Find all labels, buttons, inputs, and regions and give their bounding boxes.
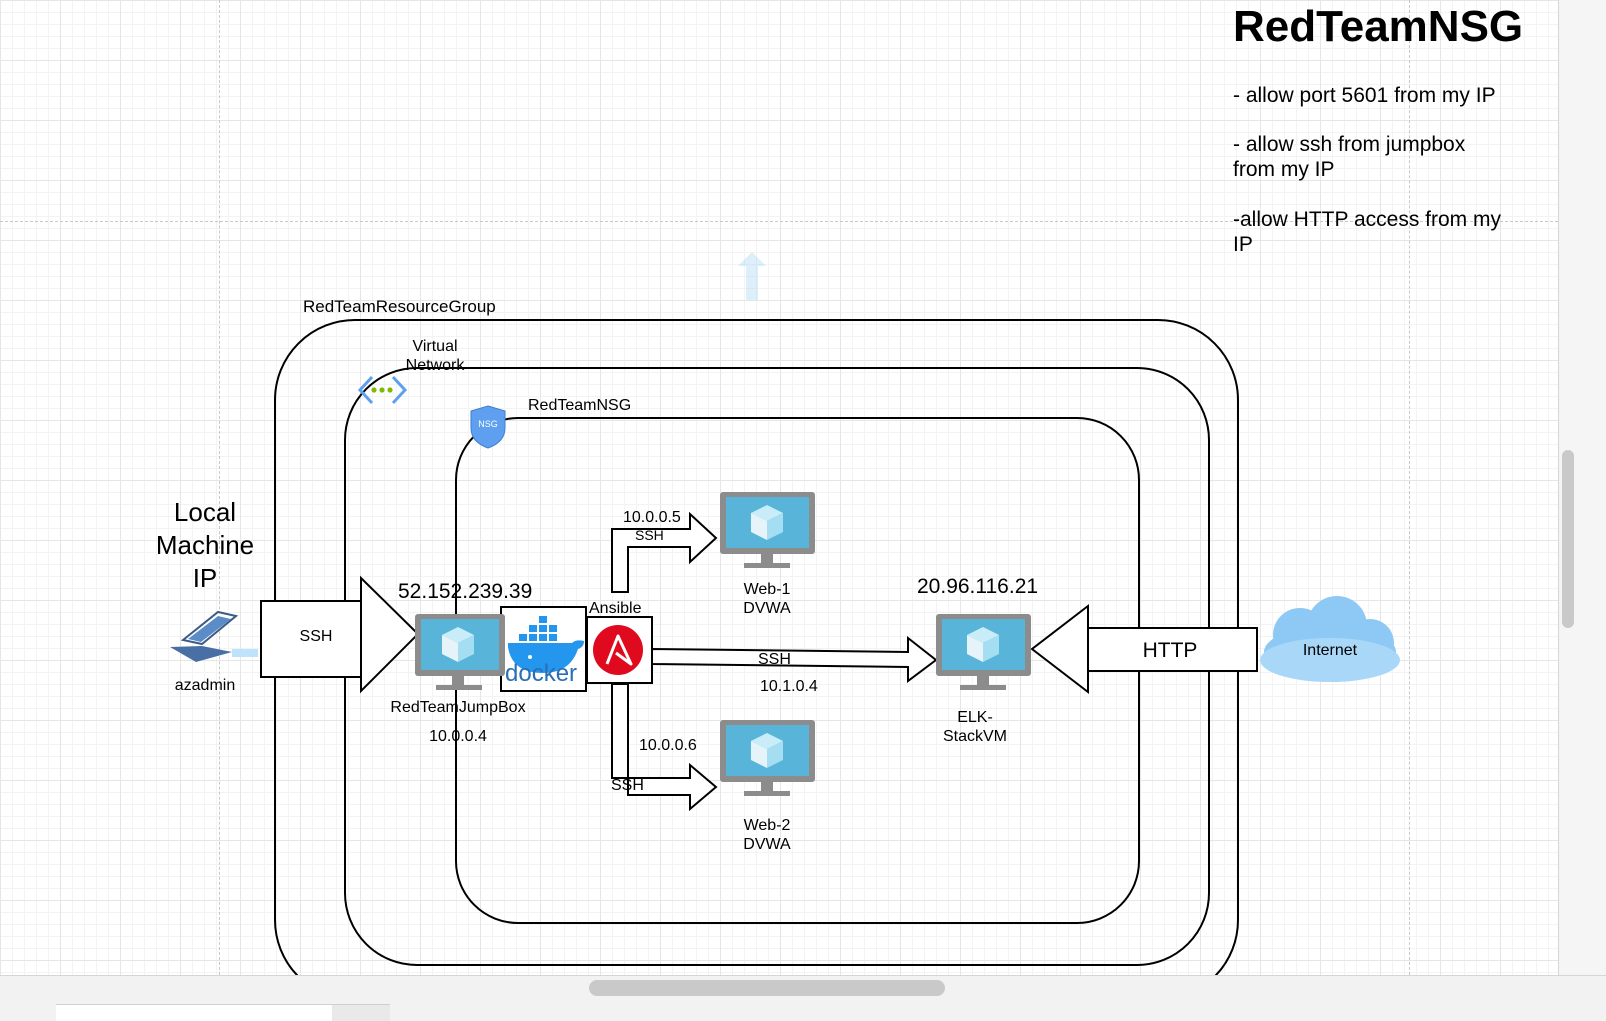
nsg-shield-icon bbox=[470, 405, 506, 449]
jumpbox-public-ip: 52.152.239.39 bbox=[398, 580, 533, 603]
laptop-icon bbox=[170, 610, 258, 662]
ssh-elk-label: SSH bbox=[758, 651, 791, 668]
internet-cloud-icon bbox=[1260, 596, 1400, 682]
vertical-scroll-thumb[interactable] bbox=[1562, 450, 1574, 628]
diagram-canvas[interactable]: RedTeamNSG - allow port 5601 from my IP … bbox=[0, 0, 1558, 975]
elk-public-ip: 20.96.116.21 bbox=[917, 575, 1039, 598]
up-arrow-icon bbox=[738, 252, 766, 300]
nsg-label: RedTeamNSG bbox=[528, 397, 632, 414]
docker-logo-icon bbox=[500, 606, 587, 692]
jumpbox-name: RedTeamJumpBox bbox=[390, 699, 526, 716]
elk-vm-icon bbox=[936, 614, 1031, 690]
web1-name: Web-1 DVWA bbox=[743, 581, 791, 617]
ssh-web2-arrow bbox=[611, 683, 718, 812]
elk-name: ELK- StackVM bbox=[942, 709, 1007, 745]
notes-title: RedTeamNSG bbox=[1233, 2, 1524, 51]
web1-ip: 10.0.0.5 bbox=[623, 509, 681, 526]
web2-name: Web-2 DVWA bbox=[743, 817, 791, 853]
ssh-web2-label: SSH bbox=[611, 777, 644, 794]
elk-private-ip: 10.1.0.4 bbox=[760, 678, 818, 695]
nsg-rule-http: -allow HTTP access from my IP bbox=[1233, 208, 1501, 256]
internet-label: Internet bbox=[1302, 642, 1358, 659]
virtual-network-icon bbox=[357, 375, 408, 405]
local-machine-title: Local Machine IP bbox=[155, 497, 255, 593]
resource-group-label: RedTeamResourceGroup bbox=[303, 297, 496, 316]
ansible-label: Ansible bbox=[589, 600, 642, 617]
web2-ip: 10.0.0.6 bbox=[639, 737, 697, 754]
web1-vm-icon bbox=[720, 492, 815, 568]
nsg-rule-ssh: - allow ssh from jumpbox from my IP bbox=[1233, 133, 1466, 181]
ssh-web1-arrow bbox=[611, 511, 718, 593]
local-user-label: azadmin bbox=[174, 677, 236, 694]
page-break-line bbox=[219, 0, 220, 975]
jumpbox-private-ip: 10.0.0.4 bbox=[429, 728, 487, 745]
diagram-shapes bbox=[170, 252, 1400, 975]
ansible-logo-icon bbox=[586, 616, 653, 684]
ssh-in-label: SSH bbox=[299, 628, 333, 645]
page-break-line bbox=[0, 221, 1558, 222]
page-tab[interactable] bbox=[56, 1004, 332, 1021]
web2-vm-icon bbox=[720, 720, 815, 796]
nsg-rule-5601: - allow port 5601 from my IP bbox=[1233, 84, 1496, 107]
virtual-network-label: Virtual Network bbox=[405, 338, 465, 374]
http-in-arrow bbox=[1030, 603, 1258, 695]
ssh-in-arrow bbox=[260, 575, 420, 694]
horizontal-scroll-thumb[interactable] bbox=[589, 980, 945, 996]
http-in-label: HTTP bbox=[1142, 639, 1198, 662]
page-tab-spacer bbox=[332, 1004, 390, 1021]
ssh-elk-arrow bbox=[651, 635, 938, 683]
nsg-badge-label: NSG bbox=[478, 419, 498, 429]
ssh-web1-label: SSH bbox=[635, 527, 664, 543]
jumpbox-vm-icon bbox=[415, 614, 505, 690]
page-break-line bbox=[1409, 0, 1410, 975]
docker-label: docker bbox=[505, 660, 578, 687]
